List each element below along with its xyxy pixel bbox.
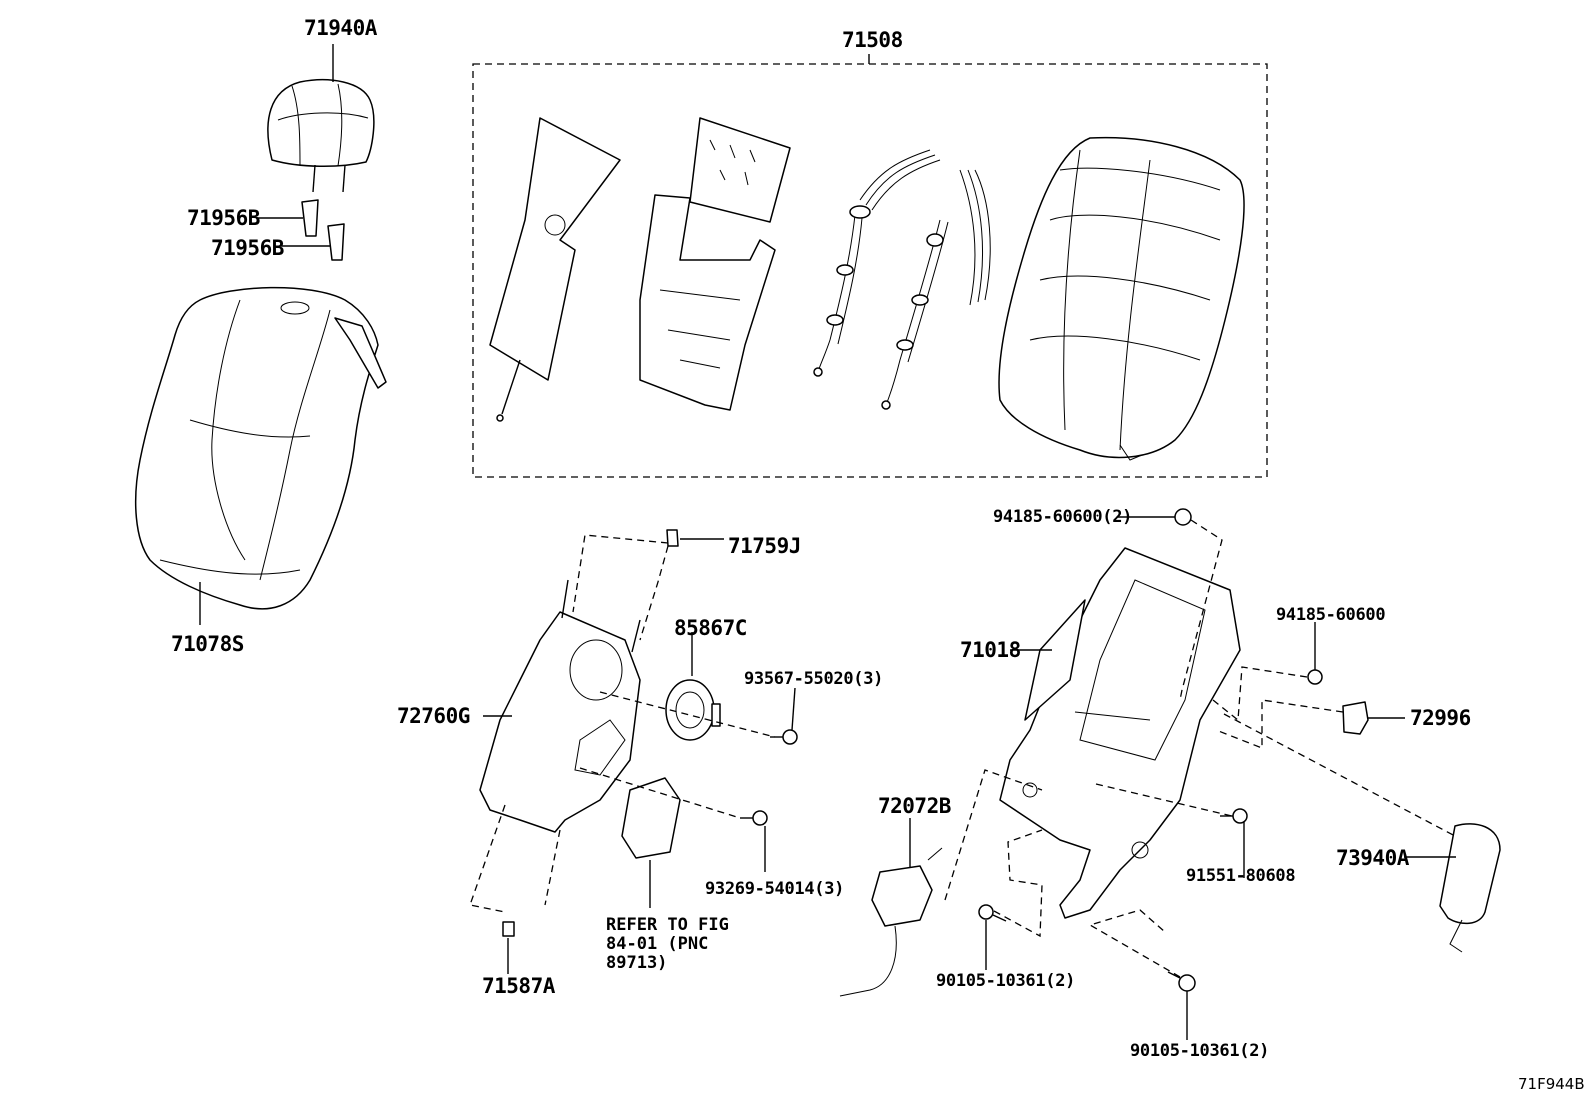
headrest-support-drawing[interactable]	[256, 199, 345, 261]
label-bolt-lower-b: 90105-10361(2)	[1130, 1041, 1270, 1061]
seatback-cover-drawing[interactable]	[134, 286, 387, 625]
motor-drawing[interactable]	[665, 632, 721, 741]
headrest-drawing[interactable]	[267, 44, 375, 193]
label-armrest: 73940A	[1336, 846, 1409, 870]
screw-ecu-drawing[interactable]	[740, 810, 768, 872]
ecu-module-drawing[interactable]	[621, 777, 681, 908]
diagram-id-code: 71F944B	[1518, 1075, 1585, 1093]
bolt-frame-drawing[interactable]	[1220, 808, 1248, 878]
seatback-pad-drawing[interactable]	[998, 136, 1245, 461]
pad-assembly-boundary	[472, 63, 1268, 478]
label-screw-ecu: 93269-54014(3)	[705, 879, 845, 899]
label-motor: 85867C	[674, 616, 747, 640]
label-clip-bottom: 71587A	[482, 974, 555, 998]
seat-pad-drawing[interactable]	[639, 117, 791, 411]
screw-motor-drawing[interactable]	[770, 687, 798, 745]
label-nut-top: 94185-60600(2)	[993, 507, 1133, 527]
nut-top-drawing[interactable]	[1118, 508, 1192, 526]
label-frame: 71018	[960, 638, 1021, 662]
label-nut-side: 94185-60600	[1276, 605, 1386, 625]
actuator-plate-drawing[interactable]	[479, 579, 641, 833]
lever-knob-drawing[interactable]	[1342, 701, 1405, 735]
label-lever-knob: 72996	[1410, 706, 1471, 730]
label-headrest-support-b: 71956B	[211, 236, 284, 260]
pad-assembly-group	[472, 54, 1268, 478]
label-clip-top: 71759J	[728, 534, 801, 558]
label-screw-motor: 93567-55020(3)	[744, 669, 884, 689]
label-seatback-cover: 71078S	[171, 632, 244, 656]
label-headrest: 71940A	[304, 16, 377, 40]
label-actuator-plate: 72760G	[397, 704, 470, 728]
nut-side-drawing[interactable]	[1307, 622, 1323, 685]
seat-frame-drawing[interactable]	[999, 547, 1241, 919]
label-headrest-support-a: 71956B	[187, 206, 260, 230]
bolt-lower-b-drawing[interactable]	[1167, 971, 1196, 1040]
armrest-drawing[interactable]	[1404, 823, 1501, 953]
clip-top-drawing[interactable]	[666, 529, 724, 547]
label-lumbar-switch: 72072B	[878, 794, 951, 818]
label-bolt-frame: 91551-80608	[1186, 866, 1296, 886]
clip-bottom-drawing[interactable]	[502, 921, 515, 974]
heater-wire-drawing[interactable]	[813, 149, 991, 410]
bolt-lower-a-drawing[interactable]	[978, 904, 1007, 970]
label-refer-note: REFER TO FIG 84-01 (PNC 89713)	[606, 915, 729, 973]
lumbar-switch-drawing[interactable]	[839, 818, 943, 997]
label-bolt-lower-a: 90105-10361(2)	[936, 971, 1076, 991]
heater-mat-drawing[interactable]	[489, 117, 621, 422]
label-pad-assembly: 71508	[842, 28, 903, 52]
